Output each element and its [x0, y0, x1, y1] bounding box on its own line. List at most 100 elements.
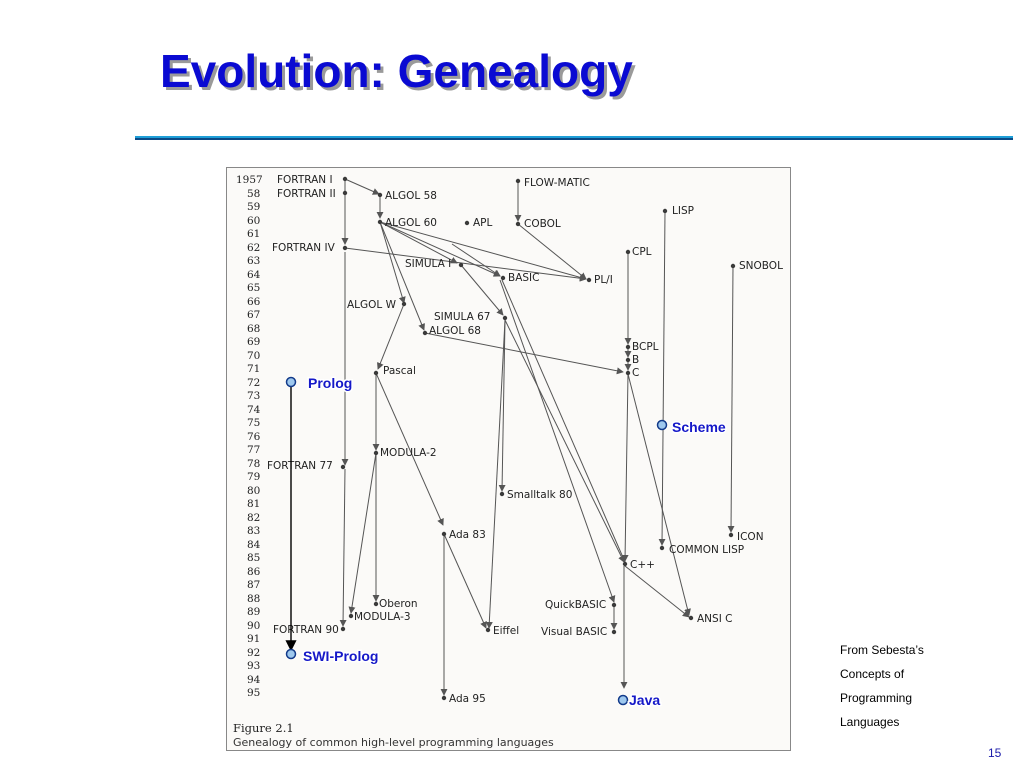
year-label: 62 [247, 242, 260, 254]
language-label: C++ [630, 559, 655, 571]
year-label: 68 [247, 323, 260, 335]
year-label: 89 [247, 606, 260, 618]
year-axis: 1957 58 59 60 61 62 63 64 65 66 67 68 69… [236, 174, 263, 699]
annotation-java: Java [629, 692, 660, 708]
annotation-swi-prolog: SWI-Prolog [303, 648, 378, 664]
year-label: 80 [247, 485, 260, 497]
year-label: 71 [247, 363, 260, 375]
lineage-edges [339, 178, 735, 696]
year-label: 83 [247, 525, 260, 537]
language-nodes [340, 176, 736, 701]
year-label: 95 [247, 687, 260, 699]
language-label: ANSI C [697, 613, 732, 625]
year-label: 81 [247, 498, 260, 510]
language-label: ALGOL 60 [385, 217, 437, 229]
year-label: 93 [247, 660, 260, 672]
figure-caption-title: Figure 2.1 [233, 721, 294, 735]
year-label: 90 [247, 620, 260, 632]
year-label: 65 [247, 282, 260, 294]
year-label: 87 [247, 579, 260, 591]
year-label: 73 [247, 390, 260, 402]
figure-caption-text: Genealogy of common high-level programmi… [233, 736, 554, 749]
language-label: C [632, 367, 639, 379]
language-labels: FORTRAN I FORTRAN II ALGOL 58 FLOW-MATIC… [267, 174, 783, 705]
language-label: FORTRAN I [277, 174, 333, 186]
swi-prolog-marker-icon [285, 648, 297, 660]
scheme-marker-icon [656, 419, 668, 431]
year-label: 82 [247, 512, 260, 524]
language-label: APL [473, 217, 493, 229]
language-label: SNOBOL [739, 260, 783, 272]
year-label: 91 [247, 633, 260, 645]
year-label: 61 [247, 228, 260, 240]
genealogy-figure: 1957 58 59 60 61 62 63 64 65 66 67 68 69… [226, 167, 791, 751]
year-label: 76 [247, 431, 261, 443]
source-note: From Sebesta’s Concepts of Programming L… [840, 638, 970, 734]
language-label: PL/I [594, 274, 613, 286]
year-label: 70 [247, 350, 260, 362]
page-number: 15 [988, 746, 1002, 760]
language-label: ALGOL 68 [429, 325, 481, 337]
language-label: Pascal [383, 365, 416, 377]
year-label: 1957 [236, 174, 263, 186]
source-note-line: From Sebesta’s [840, 643, 924, 657]
language-label: Visual BASIC [541, 626, 607, 638]
language-label: BCPL [632, 341, 659, 353]
title-divider [135, 136, 1013, 140]
language-label: ICON [737, 531, 764, 543]
language-label: Smalltalk 80 [507, 489, 572, 501]
slide-title: Evolution: Genealogy [160, 45, 633, 97]
language-label: ALGOL W [347, 299, 397, 311]
year-label: 58 [247, 188, 260, 200]
year-label: 86 [247, 566, 261, 578]
language-label: FORTRAN IV [272, 242, 336, 254]
year-label: 88 [247, 593, 260, 605]
language-label: CPL [632, 246, 652, 258]
year-label: 78 [247, 458, 260, 470]
source-note-line: Languages [840, 715, 900, 729]
year-label: 84 [247, 539, 261, 551]
year-label: 75 [247, 417, 260, 429]
year-label: 59 [247, 201, 260, 213]
year-label: 63 [247, 255, 260, 267]
language-label: MODULA-3 [354, 611, 411, 623]
year-label: 92 [247, 647, 260, 659]
language-label: COMMON LISP [669, 544, 744, 556]
year-label: 60 [247, 215, 260, 227]
prolog-marker-icon [285, 376, 297, 388]
annotations: Prolog Scheme SWI-Prolog Java [285, 374, 727, 710]
source-note-line: Programming [840, 691, 913, 705]
language-label: SIMULA I [405, 258, 451, 270]
language-label: Ada 83 [449, 529, 486, 541]
annotation-prolog: Prolog [308, 375, 352, 391]
year-label: 74 [247, 404, 261, 416]
language-label: Ada 95 [449, 693, 486, 705]
language-label: FORTRAN 77 [267, 460, 333, 472]
year-label: 64 [247, 269, 261, 281]
language-label: Eiffel [493, 625, 519, 637]
genealogy-diagram: 1957 58 59 60 61 62 63 64 65 66 67 68 69… [233, 174, 783, 749]
language-label: SIMULA 67 [434, 311, 490, 323]
year-label: 72 [247, 377, 260, 389]
language-label: ALGOL 58 [385, 190, 437, 202]
year-label: 79 [247, 471, 260, 483]
year-label: 67 [247, 309, 260, 321]
year-label: 77 [247, 444, 260, 456]
year-label: 85 [247, 552, 260, 564]
language-label: B [632, 354, 639, 366]
language-label: FORTRAN II [277, 188, 336, 200]
language-label: COBOL [524, 218, 561, 230]
year-label: 66 [247, 296, 261, 308]
year-label: 69 [247, 336, 260, 348]
language-label: MODULA-2 [380, 447, 437, 459]
java-marker-icon [617, 694, 629, 706]
language-label: Oberon [379, 598, 418, 610]
source-note-line: Concepts of [840, 667, 905, 681]
language-label: QuickBASIC [545, 599, 606, 611]
language-label: BASIC [508, 272, 539, 284]
language-label: LISP [672, 205, 694, 217]
language-label: FORTRAN 90 [273, 624, 339, 636]
year-label: 94 [247, 674, 261, 686]
annotation-scheme: Scheme [672, 419, 726, 435]
language-label: FLOW-MATIC [524, 177, 590, 189]
